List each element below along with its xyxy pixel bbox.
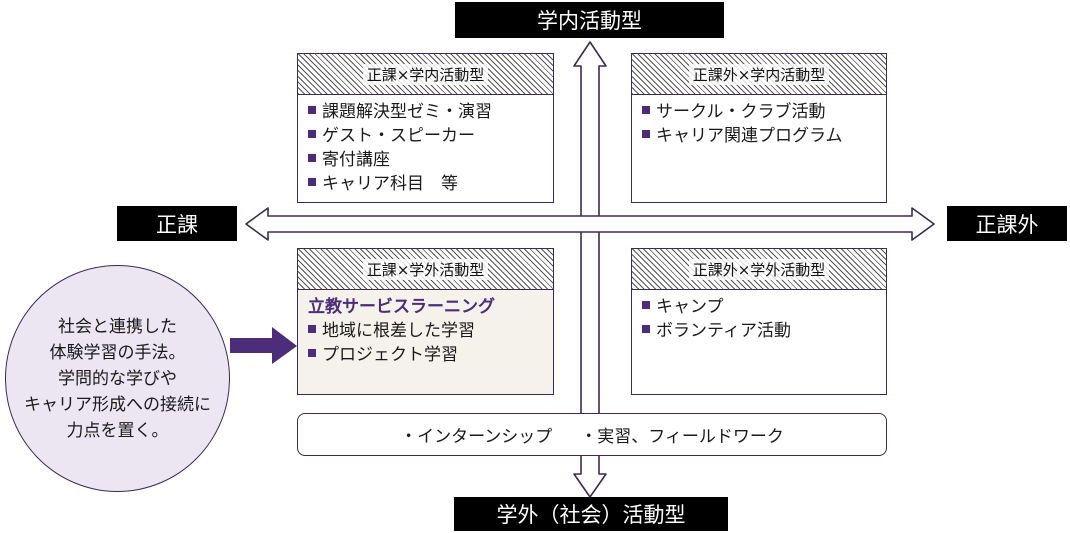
callout-arrow	[230, 327, 297, 364]
square-bullet-icon	[642, 130, 650, 138]
list-item: 課題解決型ゼミ・演習	[308, 100, 547, 124]
bar-item: ・インターンシップ	[400, 427, 553, 447]
list-item: 寄付講座	[308, 148, 547, 172]
callout-line: 体験学習の手法。	[49, 342, 186, 363]
quadrant-list: サークル・クラブ活動 キャリア関連プログラム	[642, 100, 880, 148]
list-item: キャリア関連プログラム	[642, 124, 880, 148]
horizontal-axis-arrow	[245, 207, 935, 241]
axis-label-right: 正課外	[947, 206, 1067, 241]
quadrant-list: 立教サービスラーニング 地域に根差した学習 プロジェクト学習	[308, 295, 547, 367]
list-item: プロジェクト学習	[308, 343, 547, 367]
bar-item: ・実習、フィールドワーク	[580, 427, 784, 447]
list-item: ボランティア活動	[642, 319, 880, 343]
quadrant-list: 課題解決型ゼミ・演習 ゲスト・スピーカー 寄付講座 キャリア科目 等	[308, 100, 547, 196]
quadrant-header: 正課外×学外活動型	[632, 249, 886, 290]
square-bullet-icon	[308, 325, 316, 333]
list-item: サークル・クラブ活動	[642, 100, 880, 124]
callout-line: キャリア形成への接続に	[24, 394, 211, 415]
square-bullet-icon	[308, 154, 316, 162]
square-bullet-icon	[308, 106, 316, 114]
square-bullet-icon	[308, 349, 316, 357]
quadrant-header: 正課外×学内活動型	[632, 54, 886, 95]
square-bullet-icon	[642, 301, 650, 309]
quadrant-bottom-left: 正課×学外活動型 立教サービスラーニング 地域に根差した学習 プロジェクト学習	[297, 248, 554, 395]
quadrant-top-right: 正課外×学内活動型 サークル・クラブ活動 キャリア関連プログラム	[631, 53, 887, 203]
quadrant-list: キャンプ ボランティア活動	[642, 295, 880, 343]
quadrant-title: 正課外×学内活動型	[688, 63, 830, 85]
square-bullet-icon	[308, 178, 316, 186]
internship-bar: ・インターンシップ ・実習、フィールドワーク	[297, 413, 887, 456]
axis-label-bottom: 学外（社会）活動型	[454, 497, 728, 531]
service-learning-callout: 社会と連携した 体験学習の手法。 学問的な学びや キャリア形成への接続に 力点を…	[5, 265, 230, 492]
callout-line: 力点を置く。	[66, 420, 169, 441]
list-item: 地域に根差した学習	[308, 319, 547, 343]
quadrant-bottom-right: 正課外×学外活動型 キャンプ ボランティア活動	[631, 248, 887, 395]
callout-line: 学問的な学びや	[58, 368, 177, 389]
quadrant-title: 正課×学外活動型	[362, 258, 489, 280]
list-item: キャンプ	[642, 295, 880, 319]
quadrant-header: 正課×学内活動型	[298, 54, 553, 95]
axis-label-left: 正課	[117, 206, 237, 241]
list-item: キャリア科目 等	[308, 172, 547, 196]
square-bullet-icon	[642, 325, 650, 333]
list-item: ゲスト・スピーカー	[308, 124, 547, 148]
callout-line: 社会と連携した	[58, 316, 177, 337]
quadrant-title: 正課外×学外活動型	[688, 258, 830, 280]
square-bullet-icon	[642, 106, 650, 114]
quadrant-title: 正課×学内活動型	[362, 63, 489, 85]
quadrant-header: 正課×学外活動型	[298, 249, 553, 290]
service-learning-title: 立教サービスラーニング	[308, 297, 495, 317]
quadrant-top-left: 正課×学内活動型 課題解決型ゼミ・演習 ゲスト・スピーカー 寄付講座 キャリア科…	[297, 53, 554, 203]
axis-label-top: 学内活動型	[455, 2, 724, 38]
square-bullet-icon	[308, 130, 316, 138]
